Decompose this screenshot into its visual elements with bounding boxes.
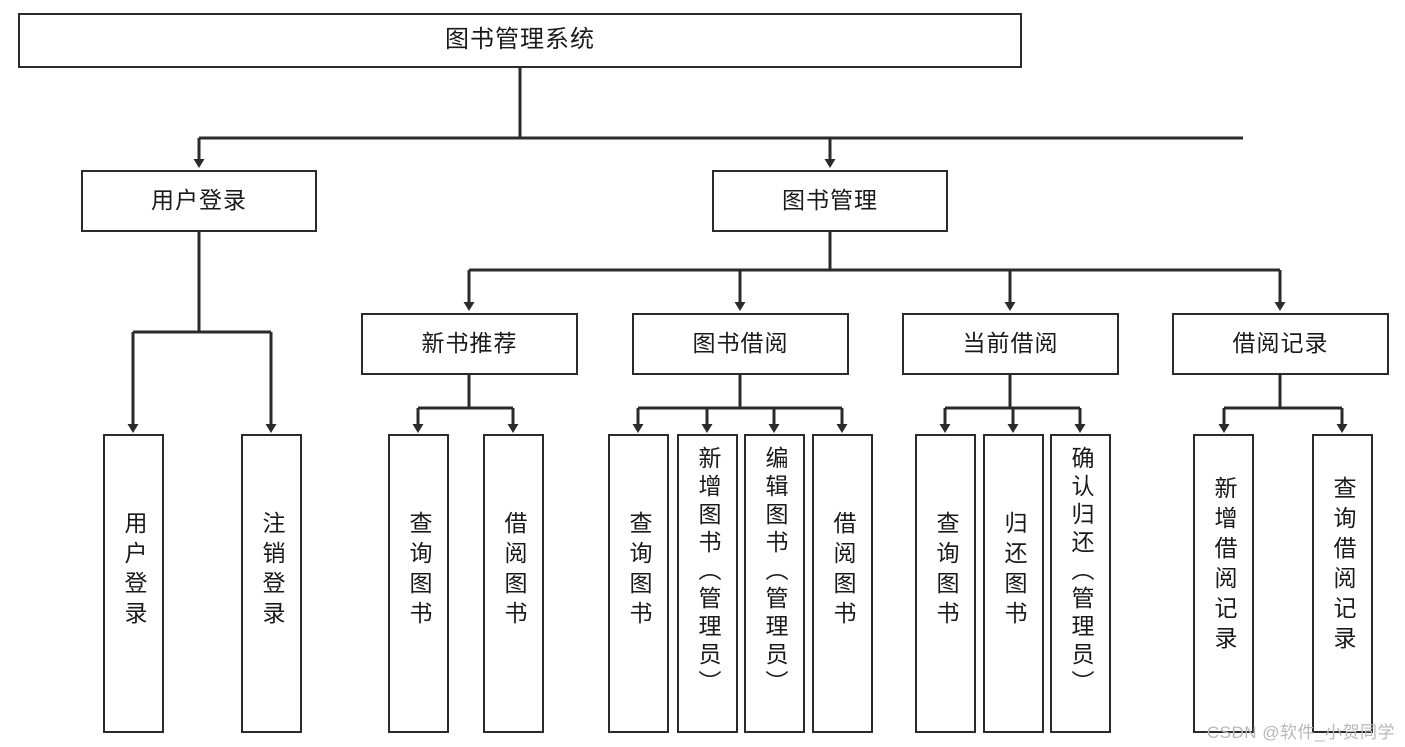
leaf-borrow-add-book-admin[interactable]: 新增图书（管理员） [677,434,738,733]
leaf-record-query-record[interactable]: 查询借阅记录 [1312,434,1373,733]
node-new-book-recommend-label: 新书推荐 [421,330,518,357]
node-new-book-recommend[interactable]: 新书推荐 [361,313,578,375]
leaf-user-login-login-label: 用户登录 [121,511,147,631]
leaf-user-login-logout[interactable]: 注销登录 [241,434,302,733]
node-book-borrow[interactable]: 图书借阅 [632,313,849,375]
leaf-record-query-record-label: 查询借阅记录 [1330,476,1356,656]
node-current-borrow[interactable]: 当前借阅 [902,313,1119,375]
leaf-current-confirm-return-admin-label: 确认归还（管理员） [1068,446,1094,698]
node-root-label: 图书管理系统 [445,26,595,54]
leaf-recommend-borrow-book-label: 借阅图书 [501,511,527,631]
leaf-recommend-query-book[interactable]: 查询图书 [388,434,449,733]
node-book-management-label: 图书管理 [782,187,878,214]
node-root[interactable]: 图书管理系统 [18,13,1022,68]
node-book-management[interactable]: 图书管理 [712,170,948,232]
node-user-login[interactable]: 用户登录 [81,170,317,232]
leaf-borrow-edit-book-admin-label: 编辑图书（管理员） [762,446,788,698]
leaf-current-confirm-return-admin[interactable]: 确认归还（管理员） [1050,434,1111,733]
node-current-borrow-label: 当前借阅 [962,330,1059,357]
leaf-current-return-book-label: 归还图书 [1001,511,1027,631]
leaf-current-query-book[interactable]: 查询图书 [915,434,976,733]
leaf-borrow-add-book-admin-label: 新增图书（管理员） [695,446,721,698]
leaf-borrow-edit-book-admin[interactable]: 编辑图书（管理员） [744,434,805,733]
leaf-current-return-book[interactable]: 归还图书 [983,434,1044,733]
leaf-record-add-record[interactable]: 新增借阅记录 [1193,434,1254,733]
leaf-user-login-logout-label: 注销登录 [259,511,285,631]
leaf-borrow-borrow-book[interactable]: 借阅图书 [812,434,873,733]
leaf-borrow-query-book[interactable]: 查询图书 [608,434,669,733]
leaf-recommend-borrow-book[interactable]: 借阅图书 [483,434,544,733]
watermark: CSDN @软件_小贺同学 [1206,723,1395,742]
leaf-recommend-query-book-label: 查询图书 [406,511,432,631]
leaf-borrow-borrow-book-label: 借阅图书 [830,511,856,631]
leaf-borrow-query-book-label: 查询图书 [626,511,652,631]
node-borrow-record[interactable]: 借阅记录 [1172,313,1389,375]
leaf-current-query-book-label: 查询图书 [933,511,959,631]
node-book-borrow-label: 图书借阅 [692,330,789,357]
node-user-login-label: 用户登录 [151,187,247,214]
node-borrow-record-label: 借阅记录 [1232,330,1329,357]
leaf-user-login-login[interactable]: 用户登录 [103,434,164,733]
leaf-record-add-record-label: 新增借阅记录 [1211,476,1237,656]
